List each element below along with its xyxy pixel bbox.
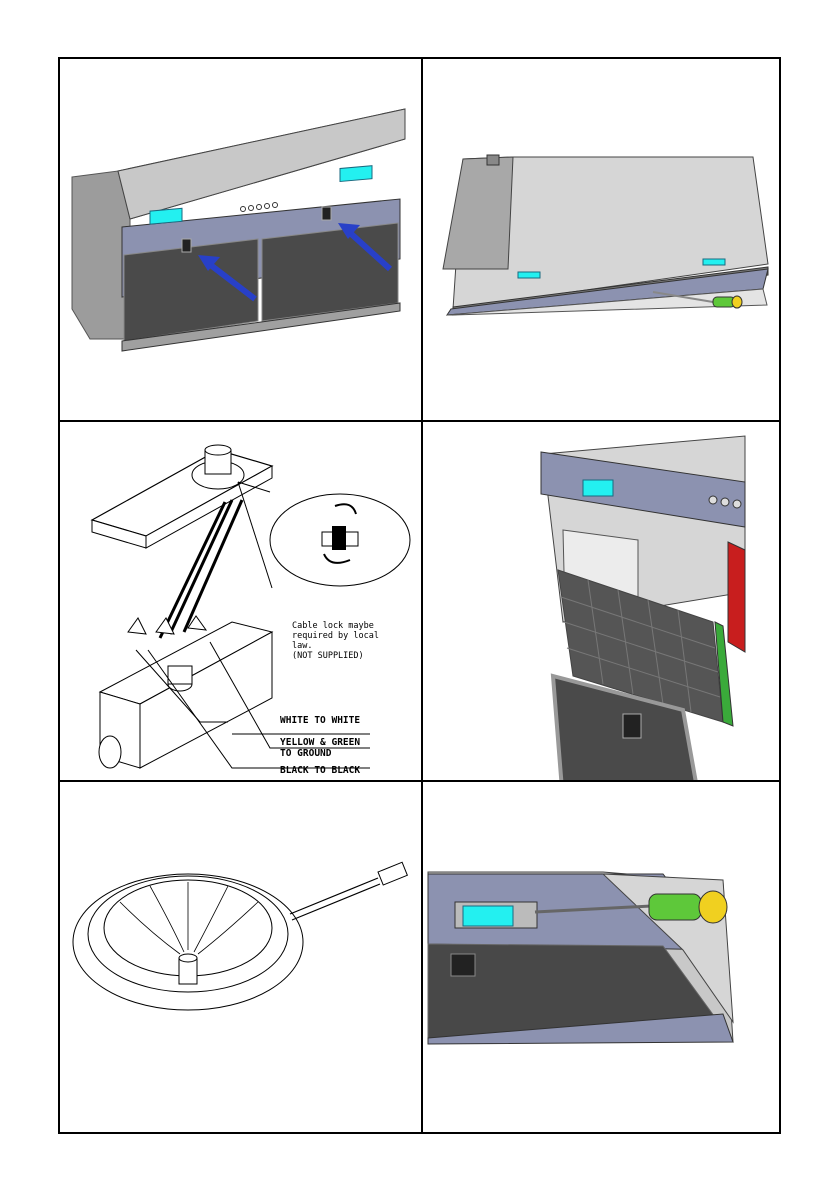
display-left xyxy=(518,272,540,278)
screwdriver-handle xyxy=(378,862,407,885)
red-cable-channel xyxy=(728,542,745,652)
panel-hood-underside xyxy=(423,59,779,420)
display xyxy=(583,480,613,496)
label-yellow-green-line-1: YELLOW & GREEN xyxy=(280,737,360,748)
display-left xyxy=(150,208,182,224)
latch-left xyxy=(182,239,191,252)
callout-note-line-4: (NOT SUPPLIED) xyxy=(292,651,364,661)
callout-note-line-2: required by local xyxy=(292,631,379,641)
box-knob xyxy=(99,736,121,768)
display xyxy=(463,906,513,926)
screwdriver-handle xyxy=(649,894,701,920)
exploded-filter-illustration xyxy=(423,422,779,780)
label-white-to-white: WHITE TO WHITE xyxy=(280,715,360,726)
display-right xyxy=(703,259,725,265)
hood-front-illustration xyxy=(60,59,421,420)
panel-wiring-diagram: Cable lock maybe required by local law. … xyxy=(60,422,421,780)
label-yellow-green-line-2: TO GROUND xyxy=(280,748,332,759)
wiring-illustration: Cable lock maybe required by local law. … xyxy=(60,422,421,780)
screwdriver-cap xyxy=(699,891,727,923)
panel-filter-latches xyxy=(60,59,421,420)
panel-exploded-filters xyxy=(423,422,779,780)
hood-underside-illustration xyxy=(423,59,779,420)
panel-display-removal xyxy=(423,782,779,1132)
screwdriver-shaft xyxy=(290,878,378,914)
panel-lamp-cover xyxy=(60,782,421,1132)
lamp-cover-illustration xyxy=(60,782,421,1132)
callout-note-line-1: Cable lock maybe xyxy=(292,621,374,631)
callout-note-line-3: law. xyxy=(292,641,312,651)
grease-filter-latch xyxy=(623,714,641,738)
latch-right xyxy=(322,207,331,220)
display-removal-illustration xyxy=(423,782,779,1132)
instruction-sheet: Cable lock maybe required by local law. … xyxy=(58,57,781,1134)
display-right xyxy=(340,166,372,182)
label-black-to-black: BLACK TO BLACK xyxy=(280,765,360,776)
cable-lock-icon xyxy=(332,526,346,550)
